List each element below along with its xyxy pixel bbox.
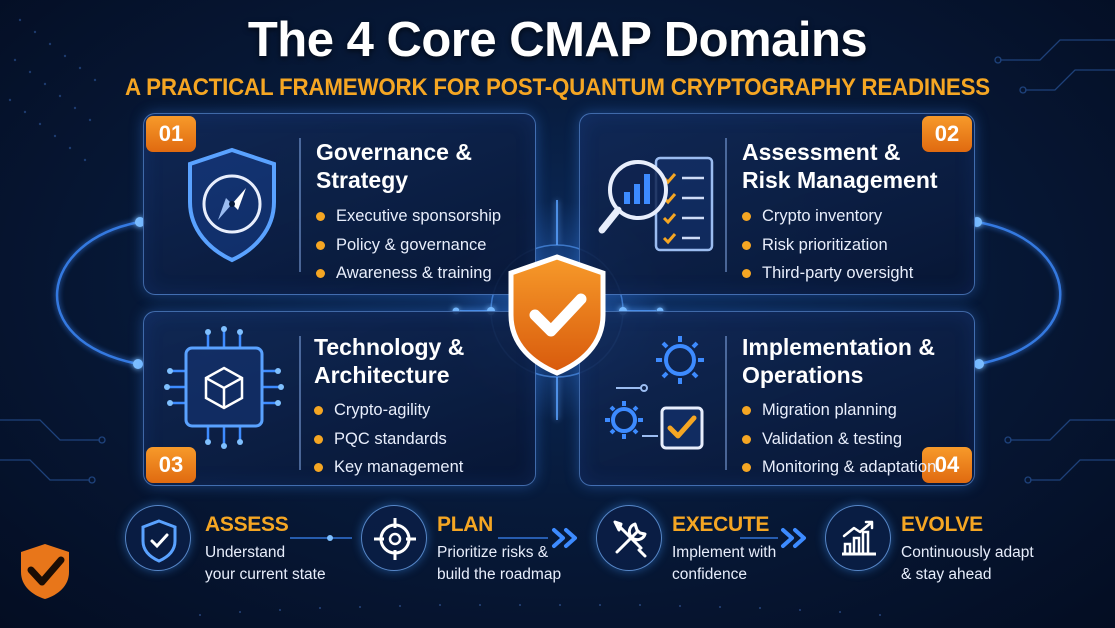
list-item: Awareness & training [316,259,501,288]
center-shield-check-icon [508,254,606,376]
card-divider [725,336,727,470]
bullet-dot [316,269,325,278]
step-execute-description: Implement with confidence [672,544,777,583]
domain-bullet-list: Migration planning Validation & testing … [742,396,936,482]
shield-compass-icon [188,147,276,263]
step-assess-title: ASSESS [205,513,289,536]
brand-logo-icon [21,544,69,599]
card-divider [299,138,301,272]
domain-title: Assessment & Risk Management [742,139,938,193]
step-evolve-description: Continuously adapt & stay ahead [901,544,1034,583]
double-chevron-right-icon [781,528,806,548]
shield-check-icon [141,519,177,563]
list-item: Validation & testing [742,425,936,454]
bullet-dot [742,240,751,250]
list-item: Crypto inventory [742,202,913,231]
bullet-dot [742,463,751,472]
bullet-dot [742,269,751,278]
step-evolve-title: EVOLVE [901,513,983,536]
step-plan-icon-circle [361,505,427,571]
list-item: Policy & governance [316,231,501,260]
bullet-dot [316,240,325,250]
domain-number-badge: 02 [922,116,972,152]
step-execute-title: EXECUTE [672,513,770,536]
growth-chart-icon [842,520,876,556]
step-evolve-icon-circle [825,505,891,571]
step-plan-description: Prioritize risks & build the roadmap [437,544,562,583]
chip-cube-icon [164,326,284,449]
domain-card-implementation: 04 Implementation & Operations Migration… [579,311,975,486]
bullet-dot [742,212,751,221]
domain-card-assessment: 02 Assessment & Risk Management Crypto i… [579,113,975,295]
list-item: Monitoring & adaptation [742,453,936,482]
list-item: PQC standards [314,425,463,454]
list-item: Risk prioritization [742,231,913,260]
bullet-dot [314,463,323,472]
magnifier-checklist-icon [598,156,714,252]
gears-checkbox-icon [605,336,704,450]
domain-number-badge: 03 [146,447,196,483]
step-assess-icon-circle [125,505,191,571]
domain-card-technology: 03 Technology & Architecture Crypto-agil… [143,311,536,486]
domain-number-badge: 04 [922,447,972,483]
list-item: Migration planning [742,396,936,425]
domain-title: Governance & Strategy [316,139,472,193]
tools-icon [613,520,647,558]
card-divider [299,336,301,470]
domain-card-governance: 01 Governance & Strategy Executive spons… [143,113,536,295]
domain-number-badge: 01 [146,116,196,152]
domain-bullet-list: Crypto inventory Risk prioritization Thi… [742,202,913,288]
domain-bullet-list: Executive sponsorship Policy & governanc… [316,202,501,288]
step-execute-icon-circle [596,505,662,571]
domain-title: Implementation & Operations [742,334,935,388]
list-item: Key management [314,453,463,482]
domain-bullet-list: Crypto-agility PQC standards Key managem… [314,396,463,482]
page-title: The 4 Core CMAP Domains [247,13,868,67]
card-divider [725,138,727,272]
bullet-dot [742,434,751,444]
list-item: Third-party oversight [742,259,913,288]
bullet-dot [314,434,323,444]
crosshair-icon [374,518,416,560]
step-plan-title: PLAN [437,513,493,536]
list-item: Crypto-agility [314,396,463,425]
bullet-dot [742,406,751,415]
page-subtitle: A PRACTICAL FRAMEWORK FOR POST-QUANTUM C… [125,74,990,101]
step-assess-description: Understand your current state [205,544,326,583]
bullet-dot [316,212,325,221]
bullet-dot [314,406,323,415]
list-item: Executive sponsorship [316,202,501,231]
domain-title: Technology & Architecture [314,334,465,388]
double-chevron-right-icon [552,528,577,548]
